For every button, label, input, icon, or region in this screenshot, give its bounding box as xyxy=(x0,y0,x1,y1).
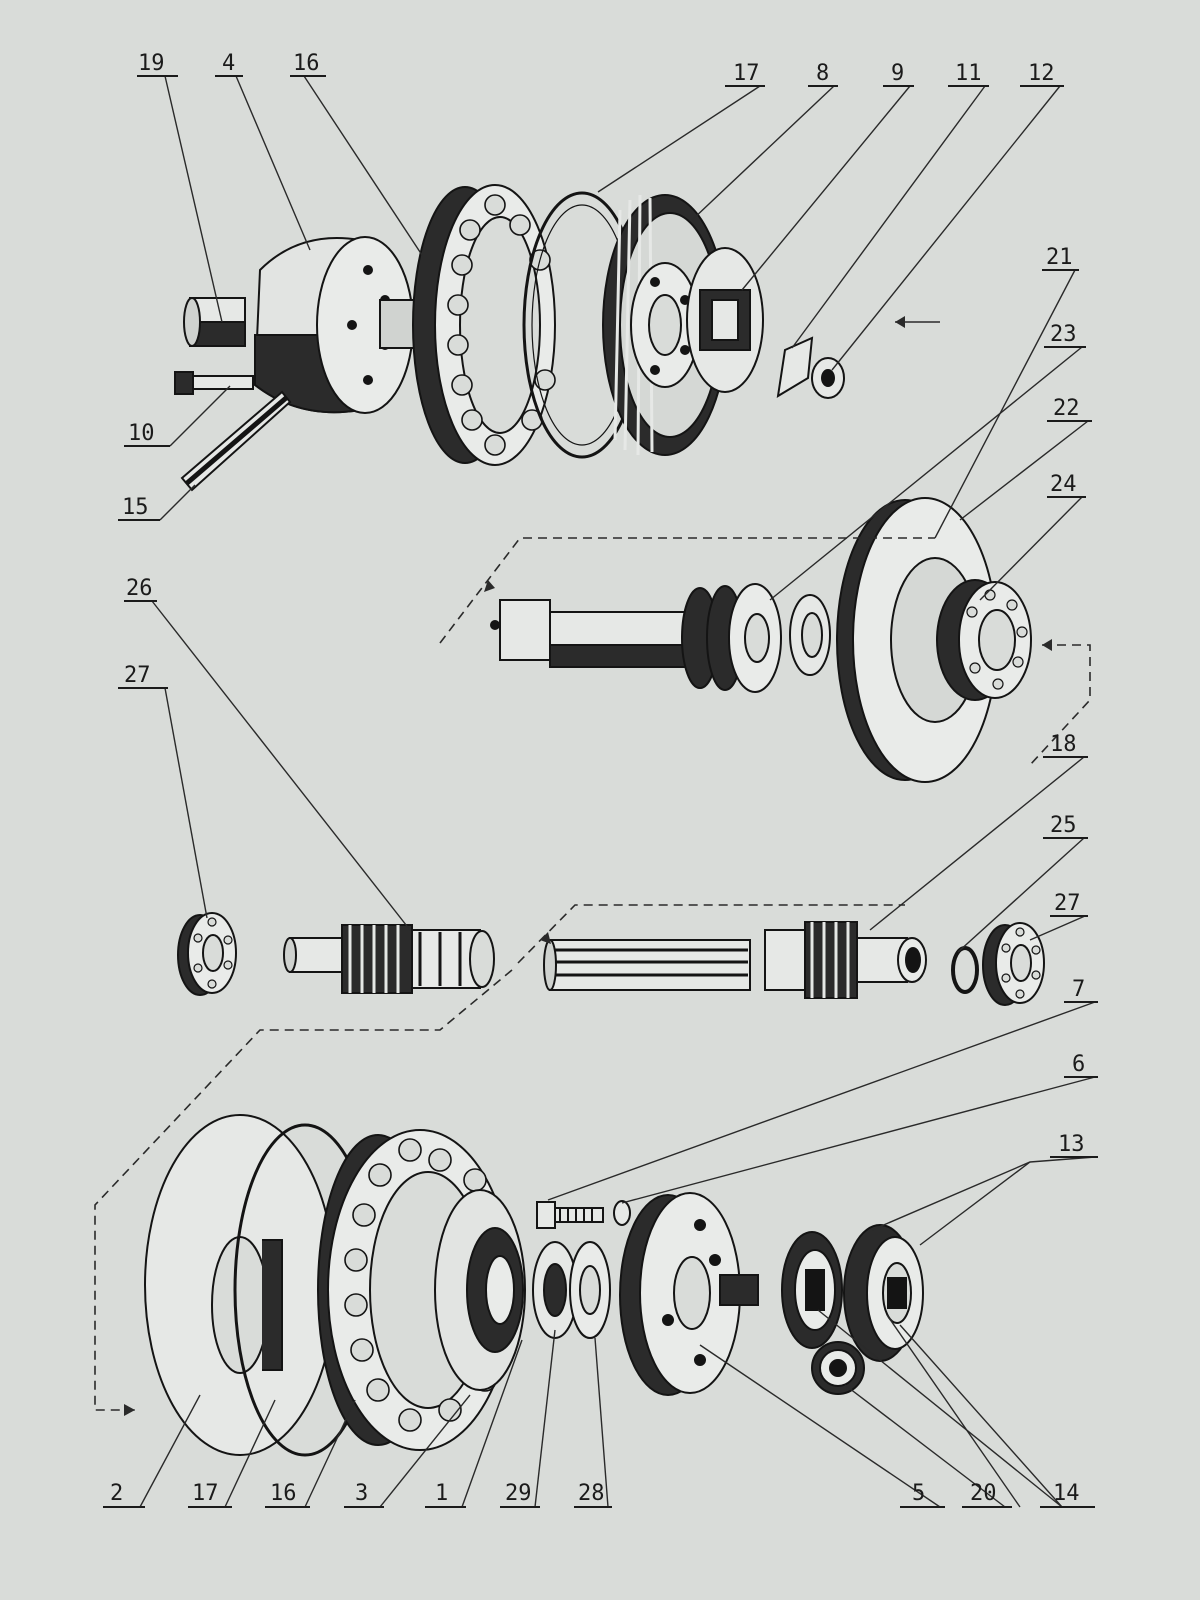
label-rules xyxy=(103,75,1098,1508)
label-2: 2 xyxy=(110,1481,123,1506)
label-5: 5 xyxy=(912,1481,925,1506)
label-25: 25 xyxy=(1050,813,1077,838)
label-12: 12 xyxy=(1028,61,1055,86)
part-1-hub xyxy=(434,1189,526,1391)
part-10-bolt xyxy=(174,371,254,395)
part-6-washer xyxy=(613,1200,631,1226)
label-8: 8 xyxy=(816,61,829,86)
part-9-tab-washer xyxy=(776,336,814,398)
part-2-cover xyxy=(144,1114,336,1456)
label-27-left: 27 xyxy=(124,663,151,688)
label-19: 19 xyxy=(138,51,165,76)
label-29: 29 xyxy=(505,1481,532,1506)
label-16-top: 16 xyxy=(293,51,320,76)
label-16-bottom: 16 xyxy=(270,1481,297,1506)
part-23-collar xyxy=(681,583,782,693)
part-16-bearing xyxy=(412,184,556,466)
label-11: 11 xyxy=(955,61,982,86)
label-26: 26 xyxy=(126,576,153,601)
part-26-pinion xyxy=(283,924,495,994)
label-9: 9 xyxy=(891,61,904,86)
label-20: 20 xyxy=(970,1481,997,1506)
part-27-bearing-left xyxy=(177,912,237,996)
part-24-bearing xyxy=(936,579,1032,701)
label-27-right: 27 xyxy=(1054,891,1081,916)
label-22: 22 xyxy=(1053,396,1080,421)
flow-path-18 xyxy=(517,904,905,964)
label-24: 24 xyxy=(1050,472,1077,497)
label-15: 15 xyxy=(122,495,149,520)
label-14: 14 xyxy=(1053,1481,1080,1506)
label-10: 10 xyxy=(128,421,155,446)
flow-path-22 xyxy=(1029,644,1091,766)
part-shaft xyxy=(490,599,691,668)
part-19-stub xyxy=(183,297,246,347)
leader-lines xyxy=(139,75,1096,1508)
label-6: 6 xyxy=(1072,1052,1085,1077)
part-labels: 19 4 16 17 8 9 11 12 10 15 21 23 22 24 2… xyxy=(110,51,1085,1506)
label-1: 1 xyxy=(435,1481,448,1506)
label-21: 21 xyxy=(1046,245,1073,270)
part-5-carrier xyxy=(619,1192,759,1396)
flow-path-21 xyxy=(439,537,935,644)
flow-path-bottom xyxy=(94,969,513,1411)
part-7-bolt xyxy=(536,1201,604,1229)
part-13-side-gear-b xyxy=(843,1224,924,1362)
part-25-circlip xyxy=(951,946,979,994)
label-17-bottom: 17 xyxy=(192,1481,219,1506)
part-splined-shaft xyxy=(543,939,751,991)
label-23: 23 xyxy=(1050,322,1077,347)
part-differential-cage xyxy=(686,247,764,393)
middle-assembly xyxy=(490,497,1032,783)
part-4-housing xyxy=(253,236,421,414)
part-20-pinion xyxy=(811,1341,865,1395)
part-15-rod xyxy=(180,390,292,492)
part-8-bevel-gear xyxy=(602,194,728,456)
bottom-assembly xyxy=(144,1114,924,1457)
lower-middle-row xyxy=(177,912,1045,1006)
label-7: 7 xyxy=(1072,977,1085,1002)
label-28: 28 xyxy=(578,1481,605,1506)
label-4: 4 xyxy=(222,51,235,76)
part-13-side-gear-a xyxy=(781,1231,843,1349)
part-27-bearing-right xyxy=(982,922,1045,1006)
part-18-gear xyxy=(764,921,927,999)
top-assembly xyxy=(174,184,845,492)
label-13: 13 xyxy=(1058,1132,1085,1157)
label-17-top: 17 xyxy=(733,61,760,86)
label-18: 18 xyxy=(1050,732,1077,757)
label-3: 3 xyxy=(355,1481,368,1506)
